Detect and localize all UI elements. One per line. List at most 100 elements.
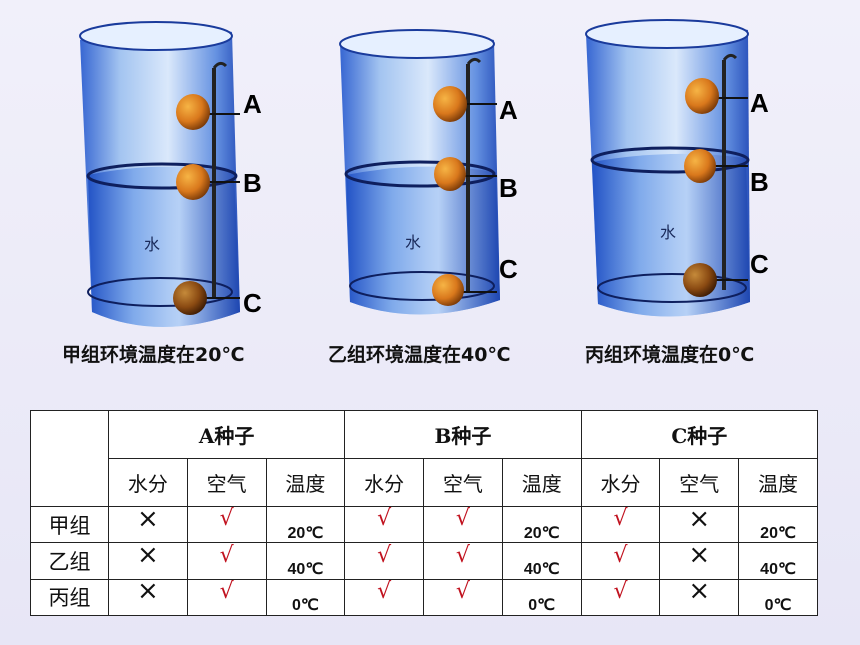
caption-jia: 甲组环境温度在20℃ <box>62 344 245 366</box>
table-cell: √ <box>344 578 425 617</box>
table-row: 乙组 × √ 40℃ √ √ 40℃ √ × 40℃ <box>30 540 818 580</box>
temperature-value: 0℃ <box>528 597 556 615</box>
table-cell: √ <box>580 506 661 544</box>
check-mark: √ <box>455 542 470 568</box>
check-mark: √ <box>613 578 628 604</box>
cross-mark: × <box>136 540 159 571</box>
table-cell: 20℃ <box>265 506 346 544</box>
label-b: B <box>499 173 518 203</box>
seed-b <box>434 157 466 191</box>
temperature-value: 20℃ <box>760 524 796 542</box>
table-cell: √ <box>423 542 503 580</box>
label-c: C <box>243 288 262 318</box>
check-mark: √ <box>613 542 628 568</box>
subheader-temp: 温度 <box>501 458 582 508</box>
check-mark: √ <box>613 506 628 532</box>
table-cell: 40℃ <box>501 542 582 580</box>
seed-a <box>685 78 719 114</box>
check-mark: √ <box>377 542 392 568</box>
cross-mark: × <box>688 503 711 534</box>
table-cell: √ <box>186 506 267 544</box>
table-cell: √ <box>344 506 425 544</box>
table-cell: 20℃ <box>501 506 582 544</box>
table-cell: × <box>108 503 188 544</box>
subheader-water: 水分 <box>580 458 661 508</box>
table-row: 甲组 × √ 20℃ √ √ 20℃ √ × 20℃ <box>30 503 818 544</box>
table-cell: √ <box>580 542 661 580</box>
temperature-value: 40℃ <box>523 561 560 579</box>
subheader-air: 空气 <box>186 458 267 508</box>
check-mark: √ <box>455 506 470 532</box>
table-cell: 20℃ <box>738 506 818 544</box>
table-body: 甲组 × √ 20℃ √ √ 20℃ √ × 20℃ 乙组 × √ 40℃ √ √ 40℃ √ × 40℃ 丙组 × √ 0℃… <box>30 503 818 617</box>
caption-yi: 乙组环境温度在40℃ <box>328 344 511 366</box>
table-cell: √ <box>344 542 425 580</box>
subheader-water: 水分 <box>344 458 425 508</box>
label-c: C <box>499 254 518 284</box>
check-mark: √ <box>219 542 234 568</box>
seed-condition-table: A种子 B种子 C种子 水分 空气 温度 水分 空气 温度 水分 空气 温度 甲… <box>30 409 819 617</box>
table-cell: 0℃ <box>738 578 818 617</box>
check-mark: √ <box>377 506 392 532</box>
table-cell: 0℃ <box>265 578 346 617</box>
table-cell: √ <box>423 578 503 617</box>
table-cell: × <box>108 576 188 617</box>
header-seed-a: A种子 <box>107 409 346 460</box>
cross-mark: × <box>136 503 159 534</box>
corner-cell <box>30 409 109 508</box>
label-c: C <box>750 249 769 279</box>
cross-mark: × <box>136 576 159 607</box>
header-seed-b: B种子 <box>344 409 582 460</box>
label-b: B <box>750 167 769 197</box>
table-cell: × <box>659 503 740 544</box>
subheader-water: 水分 <box>108 458 188 508</box>
row-label: 丙组 <box>30 578 109 617</box>
check-mark: √ <box>219 578 234 604</box>
temperature-value: 20℃ <box>523 524 560 542</box>
table-cell: × <box>108 540 188 580</box>
subheader-air: 空气 <box>659 458 740 508</box>
label-a: A <box>243 89 262 119</box>
beaker-jia: A B C 水 <box>79 21 262 327</box>
table-cell: 40℃ <box>738 542 818 580</box>
seed-c <box>173 281 207 315</box>
table-cell: 0℃ <box>501 578 582 617</box>
seed-b <box>176 164 210 200</box>
table-cell: × <box>659 576 740 617</box>
cross-mark: × <box>688 540 711 571</box>
temperature-value: 20℃ <box>287 524 324 542</box>
subheader-temp: 温度 <box>265 458 346 508</box>
table-cell: √ <box>186 542 267 580</box>
subheader-air: 空气 <box>423 458 503 508</box>
water-label: 水 <box>144 235 160 254</box>
table-cell: √ <box>186 578 267 617</box>
seed-a <box>433 86 467 122</box>
seed-b <box>684 149 716 183</box>
table-subheader-row: 水分 空气 温度 水分 空气 温度 水分 空气 温度 <box>31 458 818 508</box>
table-cell: √ <box>423 506 503 544</box>
table-header-row: A种子 B种子 C种子 <box>30 409 819 508</box>
table-row: 丙组 × √ 0℃ √ √ 0℃ √ × 0℃ <box>30 576 818 617</box>
temperature-value: 0℃ <box>291 597 319 615</box>
temperature-value: 0℃ <box>764 597 792 615</box>
temperature-value: 40℃ <box>287 561 324 579</box>
beaker-bing: A B C 水 <box>585 19 769 317</box>
table-cell: 40℃ <box>265 542 346 580</box>
seed-c <box>432 274 464 306</box>
beaker-yi: A B C 水 <box>339 29 518 315</box>
subheader-temp: 温度 <box>738 458 818 508</box>
check-mark: √ <box>455 578 470 604</box>
temperature-value: 40℃ <box>760 561 796 579</box>
table-cell: √ <box>580 578 661 617</box>
seed-c <box>683 263 717 297</box>
water-label: 水 <box>660 223 676 242</box>
row-label: 乙组 <box>30 542 109 580</box>
label-b: B <box>243 168 262 198</box>
seed-a <box>176 94 210 130</box>
caption-bing: 丙组环境温度在0℃ <box>585 344 755 366</box>
water-label: 水 <box>405 233 421 252</box>
beaker-illustrations: A B C 水 A B C 水 A <box>79 19 769 327</box>
header-seed-c: C种子 <box>580 409 819 460</box>
check-mark: √ <box>219 506 234 532</box>
row-label: 甲组 <box>30 506 109 544</box>
